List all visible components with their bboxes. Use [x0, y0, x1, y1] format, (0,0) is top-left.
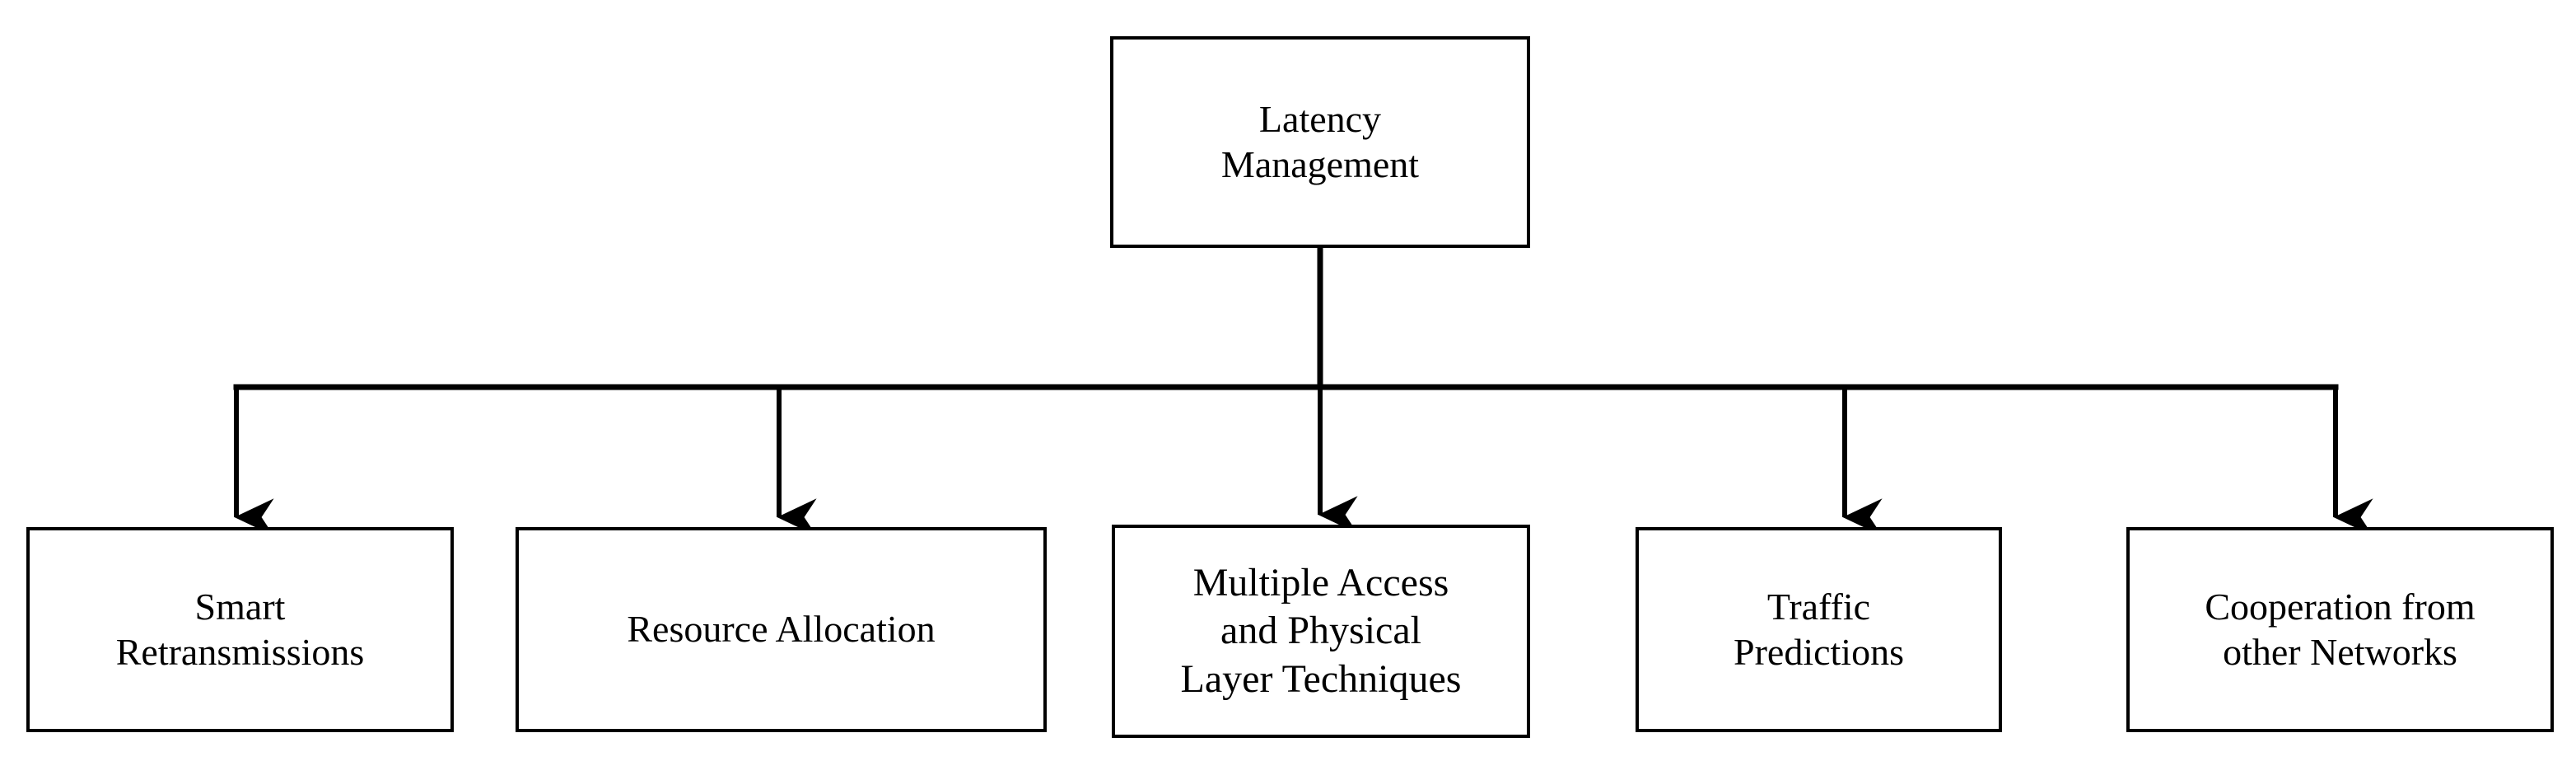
node-smart-retransmissions[interactable]: Smart Retransmissions	[26, 527, 454, 732]
node-multiple-access-physical-layer-label: Multiple Access and Physical Layer Techn…	[1180, 560, 1462, 701]
node-resource-allocation-label: Resource Allocation	[627, 608, 936, 651]
node-traffic-predictions-label: Traffic Predictions	[1734, 586, 1904, 673]
node-resource-allocation[interactable]: Resource Allocation	[516, 527, 1047, 732]
node-traffic-predictions[interactable]: Traffic Predictions	[1636, 527, 2002, 732]
node-latency-management[interactable]: Latency Management	[1110, 36, 1530, 248]
node-smart-retransmissions-label: Smart Retransmissions	[115, 586, 365, 673]
node-cooperation-other-networks[interactable]: Cooperation from other Networks	[2126, 527, 2554, 732]
node-multiple-access-physical-layer[interactable]: Multiple Access and Physical Layer Techn…	[1112, 525, 1530, 738]
node-latency-management-label: Latency Management	[1220, 98, 1420, 185]
node-cooperation-other-networks-label: Cooperation from other Networks	[2205, 586, 2476, 673]
